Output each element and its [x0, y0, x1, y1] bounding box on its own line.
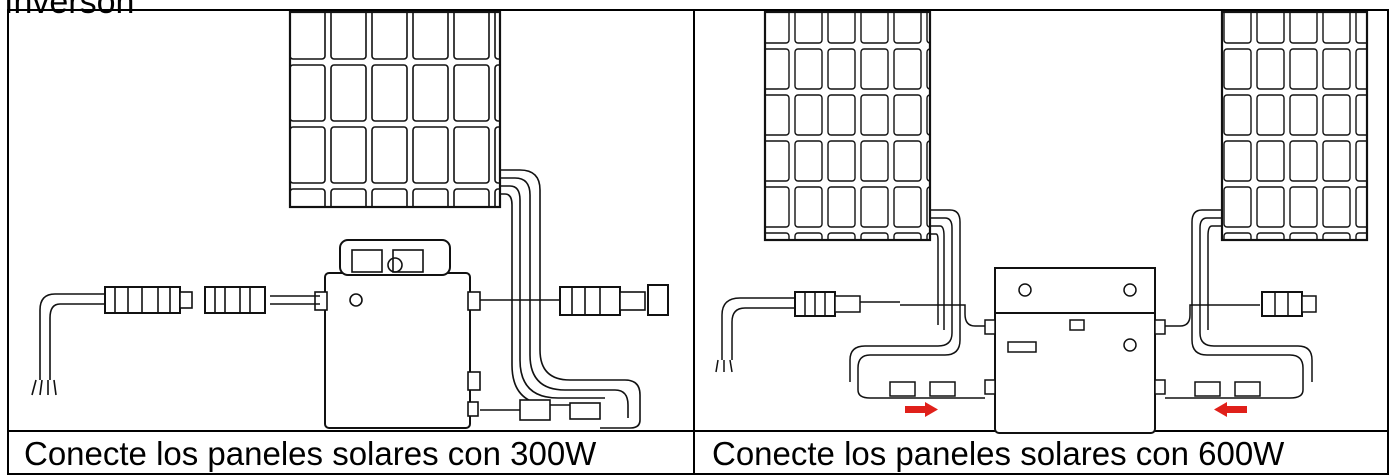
arrow-left-icon — [1214, 402, 1247, 417]
solar-panel-left — [288, 10, 502, 209]
ac-cable-right — [715, 291, 985, 373]
diagram-300w — [31, 10, 669, 429]
dc-connectors-left — [480, 284, 669, 421]
arrow-right-icon — [905, 402, 938, 417]
y-connectors-right — [857, 291, 1317, 399]
dc-cables-panel-b — [1191, 209, 1313, 382]
microinverter-right — [984, 267, 1166, 434]
solar-panel-right-a — [763, 10, 932, 242]
microinverter-left — [314, 239, 481, 429]
ac-cable-left — [31, 286, 320, 396]
caption-300w: Conecte los paneles solares con 300W — [24, 435, 597, 472]
column-divider — [693, 9, 695, 475]
caption-600w: Conecte los paneles solares con 600W — [712, 435, 1285, 472]
dc-cables-panel-a — [849, 209, 961, 382]
solar-panel-right-b — [1220, 10, 1369, 242]
diagram-600w — [715, 10, 1369, 434]
figure-frame — [7, 9, 1389, 475]
caption-divider — [7, 430, 1389, 432]
